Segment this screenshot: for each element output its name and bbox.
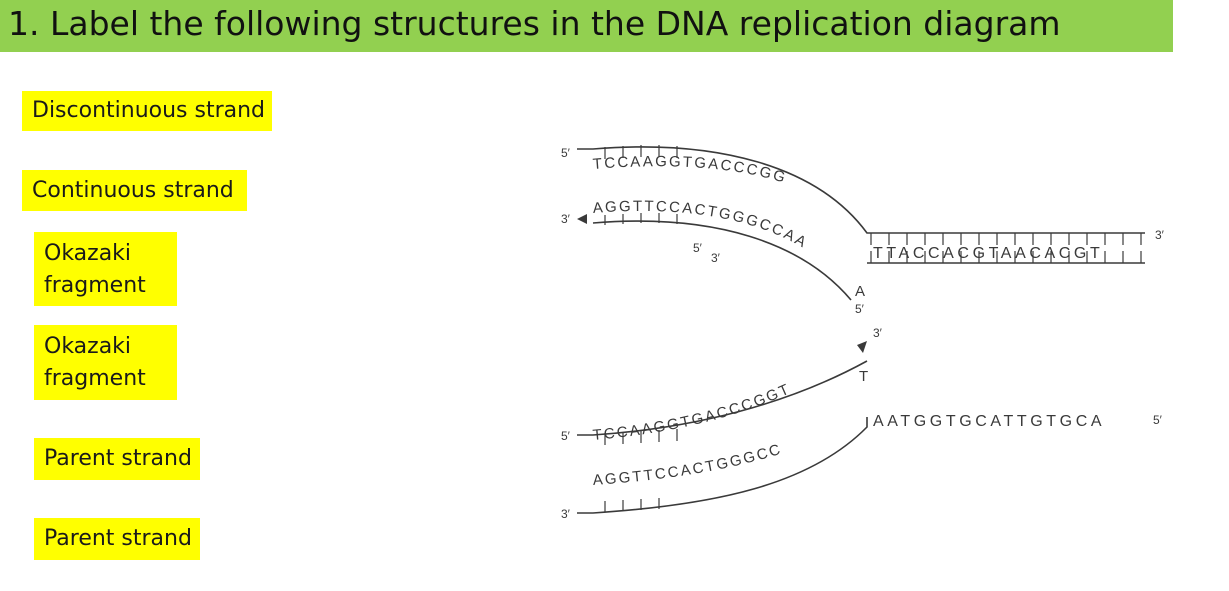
lower-new-backbone [577, 360, 868, 436]
label-parent-strand-1[interactable]: Parent strand [34, 438, 200, 480]
strand-end-labels: 5′ 3′ 5′ 3′ 3′ 5′ 3′ 5′ 5′ 3′ [561, 146, 1165, 521]
label-5-top-left: 5′ [561, 146, 571, 160]
label-okazaki-fragment-1[interactable]: Okazaki fragment [34, 232, 177, 306]
label-3-upper-inner: 3′ [561, 212, 571, 226]
label-3-top-right: 3′ [1155, 228, 1165, 242]
title-bar: 1. Label the following structures in the… [0, 0, 1173, 52]
label-5-upper-tail: 5′ [855, 302, 865, 316]
label-3-bottom-left: 3′ [561, 507, 571, 521]
lower-arm-outer-sequence: TCCAAGGTGACCCGGT [592, 380, 794, 444]
tail-upper-base: A [855, 283, 865, 300]
right-top-sequence: TTACCACGTAACACGT [873, 245, 1103, 262]
label-fragment-5: 5′ [693, 241, 703, 255]
arrowhead-lower-fork [857, 341, 867, 353]
dna-replication-diagram: TCCAAGGTGACCCGG AGGTTCCACTGGGCCAA TCCAAG… [561, 145, 1165, 521]
lower-parent-backbone [577, 417, 868, 514]
dna-backbones [577, 146, 1145, 514]
label-continuous-strand[interactable]: Continuous strand [22, 170, 247, 211]
label-5-bottom-right: 5′ [1153, 413, 1163, 427]
right-bottom-sequence: AATGGTGCATTGTGCA [873, 413, 1105, 430]
label-3-lower-fork: 3′ [873, 326, 883, 340]
lower-arm-inner-sequence: AGGTTCCACTGGGCC [592, 441, 784, 489]
upper-arm-outer-sequence: TCCAAGGTGACCCGG [592, 153, 789, 187]
label-parent-strand-2[interactable]: Parent strand [34, 518, 200, 560]
upper-new-backbone [592, 220, 852, 301]
label-discontinuous-strand[interactable]: Discontinuous strand [22, 91, 272, 131]
label-okazaki-fragment-2[interactable]: Okazaki fragment [34, 325, 177, 400]
upper-parent-backbone [577, 146, 1145, 234]
tail-top-base: T [859, 368, 868, 385]
arrowhead-upper-left [577, 214, 587, 224]
page-title: 1. Label the following structures in the… [8, 4, 1061, 43]
base-pair-ticks [604, 145, 1142, 512]
label-5-lower-outer: 5′ [561, 429, 571, 443]
label-fragment-3: 3′ [711, 251, 721, 265]
